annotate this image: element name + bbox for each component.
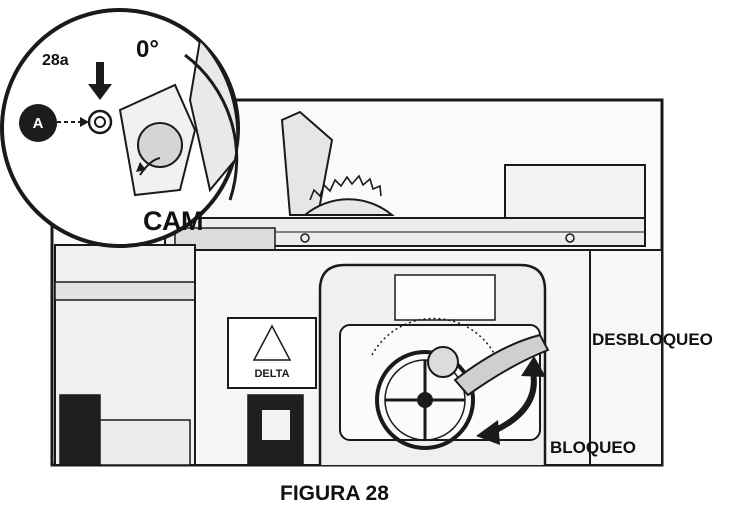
unlock-label: DESBLOQUEO	[592, 330, 713, 349]
angle-label: 0°	[136, 36, 159, 63]
brand-logo: DELTA	[227, 317, 317, 389]
saw-blade	[302, 174, 395, 216]
figure-caption: FIGURA 28	[280, 482, 389, 505]
bevel-lock-lever	[453, 333, 550, 397]
zoom-inset	[0, 8, 240, 248]
inset-label: 28a	[42, 52, 69, 69]
lock-unlock-arrow	[476, 356, 546, 445]
cam-label: CAM	[143, 206, 204, 236]
blade-guard-top	[504, 164, 646, 221]
bevel-scale	[371, 317, 496, 356]
logo-text: DELTA	[254, 368, 289, 380]
down-arrow-icon	[88, 62, 112, 100]
riving-knife	[280, 110, 334, 216]
lock-label: BLOQUEO	[550, 438, 636, 457]
cam-bolt	[87, 109, 113, 135]
bevel-handwheel	[375, 346, 475, 450]
callout-a-badge: A	[19, 104, 57, 142]
